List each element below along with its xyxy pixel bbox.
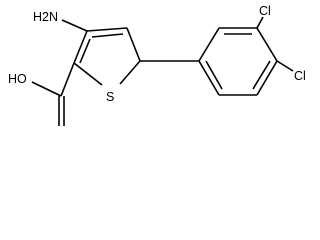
amino-label: H2N bbox=[33, 10, 58, 24]
bond-c4-c5 bbox=[126, 27, 141, 62]
bond-c3-c4-inner bbox=[91, 33, 124, 38]
bond-c2-c3-inner bbox=[79, 38, 91, 64]
bond-p3-cl bbox=[256, 16, 264, 29]
phenyl-ring bbox=[198, 27, 278, 96]
bond-c3-c4 bbox=[86, 27, 128, 32]
carboxylic-acid-group bbox=[31, 62, 75, 126]
thiophene-ring bbox=[73, 27, 141, 86]
bond-p6-p1 bbox=[198, 60, 220, 96]
bond-p6-p1-inner bbox=[205, 60, 223, 90]
bond-cacid-oh bbox=[31, 81, 62, 97]
bond-s-c2 bbox=[73, 62, 103, 86]
bond-p4-p5-inner bbox=[252, 60, 271, 90]
bond-c5-s bbox=[119, 60, 141, 85]
bond-p4-p5 bbox=[256, 60, 278, 96]
chlorine-lower-label: Cl bbox=[294, 69, 306, 83]
hydroxyl-label: HO bbox=[8, 72, 27, 86]
bond-c2-cacid bbox=[60, 62, 75, 97]
bond-c2-c3 bbox=[73, 30, 88, 64]
sulfur-label: S bbox=[106, 90, 114, 104]
chemical-structure: H2N HO S Cl Cl bbox=[8, 4, 306, 126]
bond-c3-n bbox=[61, 19, 88, 32]
bond-p3-p4 bbox=[256, 27, 278, 62]
bond-p1-p2 bbox=[198, 27, 220, 62]
bond-p4-cl bbox=[276, 60, 294, 72]
chlorine-upper-label: Cl bbox=[259, 4, 271, 18]
